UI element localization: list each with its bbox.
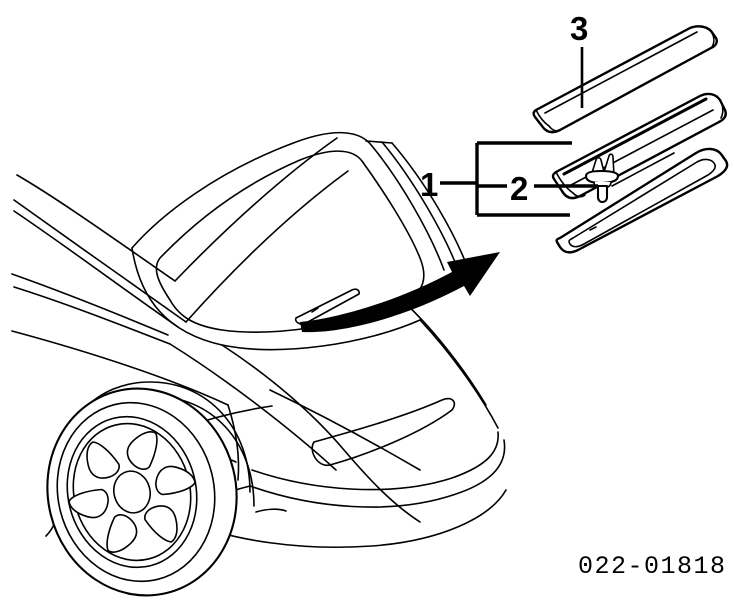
c-pillar-right-inner xyxy=(391,142,471,275)
rear-window-glass xyxy=(155,150,425,333)
c-pillar-right-outer xyxy=(371,145,445,271)
highmount-stop-lamp-on-body xyxy=(294,288,360,325)
callout-label-2: 2 xyxy=(510,170,528,207)
part-3-top-edge-highlight xyxy=(544,31,698,114)
bumper-underbody-detail xyxy=(255,508,287,513)
c-pillar-top-cap xyxy=(365,140,393,144)
gasket-inner-outline xyxy=(568,158,716,248)
deck-panel-line xyxy=(269,389,421,471)
clip-stem xyxy=(596,184,609,204)
alloy-wheel-spokes xyxy=(68,431,196,553)
wheel-hub-cap xyxy=(113,470,151,514)
glass-surround-lower xyxy=(131,247,421,351)
part-3-body xyxy=(532,25,718,134)
vehicle-outline xyxy=(11,131,507,597)
part-1-left-end-lip xyxy=(572,192,586,198)
license-plate-recess xyxy=(311,397,456,467)
roof-edge-line xyxy=(16,174,176,282)
part-1-lower-gasket-seal xyxy=(555,147,729,254)
trunk-lid-edge xyxy=(221,344,421,523)
glass-surround-upper xyxy=(131,131,373,249)
trunk-side-edge xyxy=(169,343,337,471)
c-pillar-right-mid xyxy=(381,141,460,273)
quarter-panel-crease xyxy=(11,330,229,406)
wheel-opening-1 xyxy=(86,441,120,479)
roof-edge-line-inner xyxy=(13,199,187,323)
shoulder-line-lower xyxy=(13,286,171,345)
gasket-outer xyxy=(555,147,729,254)
diagram-part-number: 022-01818 xyxy=(578,552,727,581)
lamp-detail-tick xyxy=(311,307,319,313)
part-1-surface-crease xyxy=(611,152,675,187)
wheel-opening-4 xyxy=(144,505,178,543)
part-2-retaining-clip xyxy=(584,153,620,204)
part-3-left-end xyxy=(535,109,550,127)
part-1-left-end-face xyxy=(555,171,574,194)
bumper-bottom-lip xyxy=(189,489,507,548)
bumper-upper-crease xyxy=(251,431,499,491)
part-3-left-end-lip xyxy=(548,125,561,132)
part-1-right-end-face xyxy=(719,99,724,119)
c-pillar-line xyxy=(13,210,179,328)
shoulder-line-upper xyxy=(11,273,169,336)
bumper-lower-crease xyxy=(249,439,506,508)
part-3-end-cap xyxy=(710,30,715,48)
wheel-opening-2 xyxy=(126,431,158,471)
callout-label-3: 3 xyxy=(570,10,588,47)
part-3-upper-trim-cover xyxy=(532,25,718,134)
wheel-opening-3 xyxy=(155,465,196,496)
gasket-detail-tick xyxy=(589,226,597,231)
callout-leaders xyxy=(440,47,598,217)
wheel-opening-5 xyxy=(106,513,138,553)
rear-fascia-right-edge xyxy=(403,301,487,406)
roof-crease-right xyxy=(174,137,338,282)
rear-fascia-right-edge-2 xyxy=(419,319,499,429)
roof-crease-right-2 xyxy=(185,170,349,323)
part-1-upper-rib xyxy=(562,97,708,176)
arrow-shape xyxy=(300,252,500,333)
clip-flange-disc xyxy=(584,169,620,185)
quarter-panel-edge-vert xyxy=(227,404,240,481)
wheel-opening-6 xyxy=(68,488,109,519)
callout-label-1: 1 xyxy=(420,166,438,203)
installation-location-arrow xyxy=(300,252,500,333)
